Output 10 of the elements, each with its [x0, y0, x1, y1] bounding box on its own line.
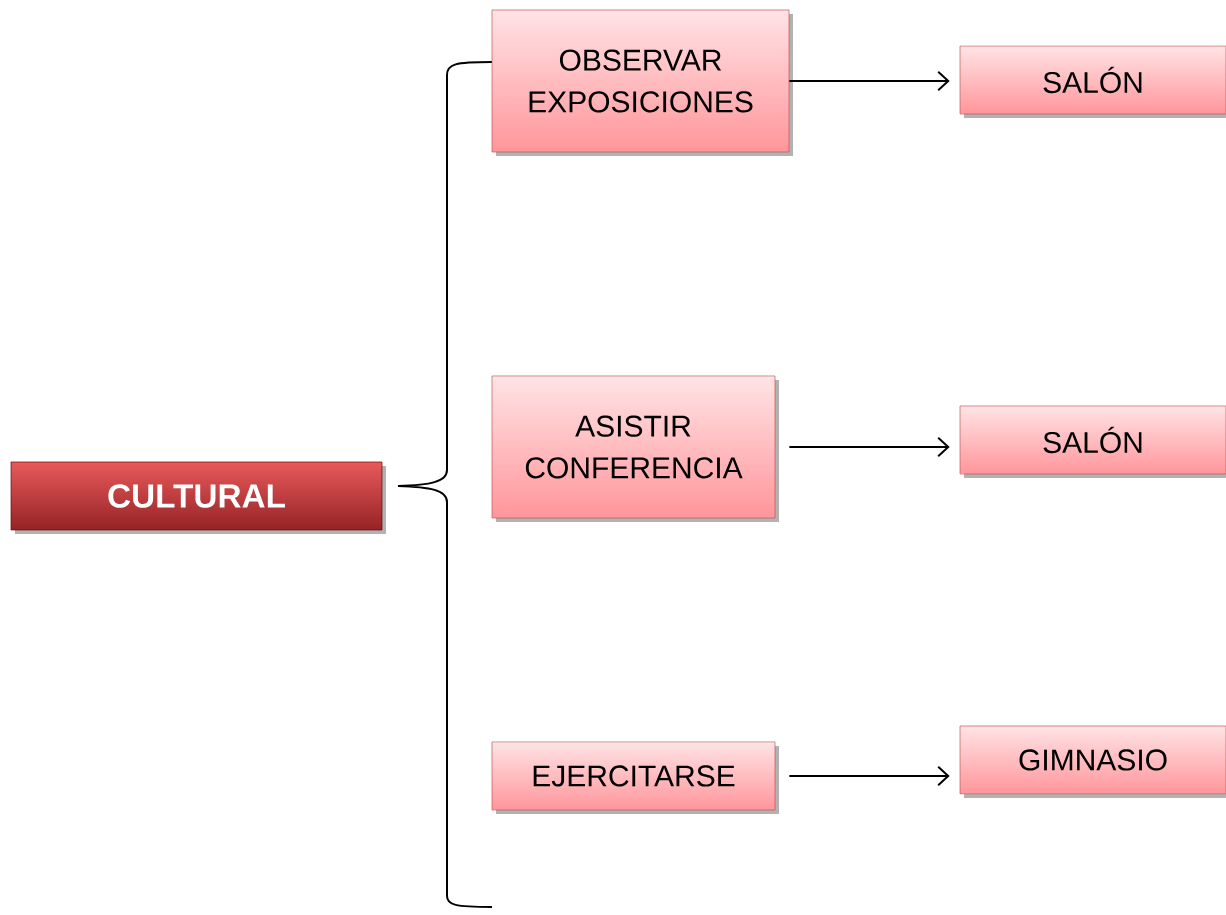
- concept-box: ASISTIR CONFERENCIA: [491, 375, 779, 522]
- title-box: CULTURAL: [10, 461, 386, 534]
- concept-box: SALÓN: [959, 405, 1226, 478]
- concept-box: GIMNASIO: [959, 725, 1226, 798]
- concept-box: EJERCITARSE: [491, 741, 779, 814]
- arrow: [788, 436, 950, 458]
- concept-box: OBSERVAR EXPOSICIONES: [491, 9, 793, 156]
- arrow: [788, 765, 950, 787]
- arrow: [788, 70, 950, 92]
- concept-box: SALÓN: [959, 45, 1226, 118]
